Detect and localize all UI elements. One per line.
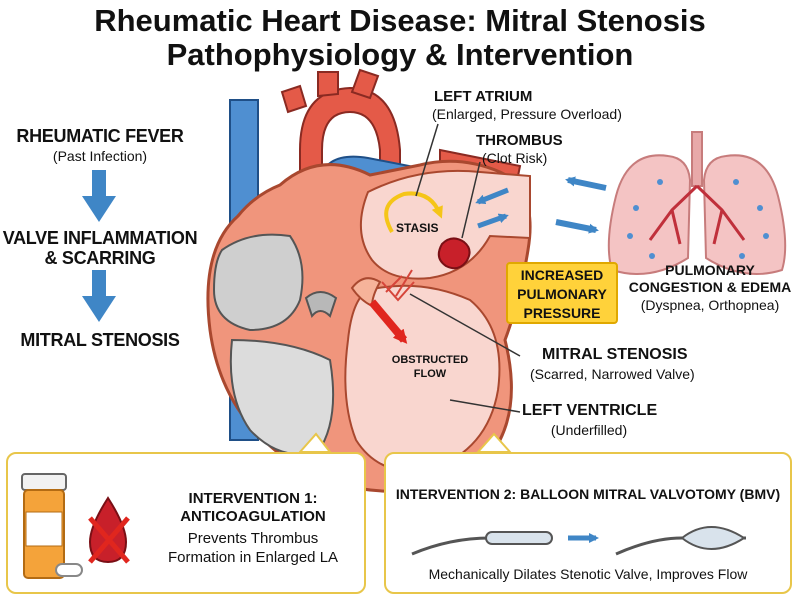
page-title-line-1: Rheumatic Heart Disease: Mitral Stenosis (94, 3, 706, 38)
intervention-1-heading-line-2: ANTICOAGULATION (180, 508, 326, 525)
intervention-2-desc: Mechanically Dilates Stenotic Valve, Imp… (428, 566, 748, 582)
thrombus-note: (Clot Risk) (482, 150, 548, 166)
aortic-branch-1 (280, 84, 308, 114)
thrombus-clot (437, 237, 471, 270)
progression-step-rheumatic-fever: RHEUMATIC FEVER (16, 126, 184, 146)
aortic-branch-3 (350, 68, 380, 100)
progression-arrow-2 (82, 270, 116, 322)
lungs-to-atrium-arrow (565, 176, 607, 191)
progression-step-rheumatic-fever-note: (Past Infection) (52, 148, 148, 164)
intervention-1-desc-line-1: Prevents Thrombus (187, 530, 319, 547)
balloon-catheter-icon (411, 526, 746, 556)
trachea (691, 131, 703, 187)
intervention-card-bmv: INTERVENTION 2: BALLOON MITRAL VALVOTOMY… (384, 452, 792, 594)
right-lung (702, 154, 787, 275)
pulmonary-label-line-1: PULMONARY (665, 262, 755, 278)
atrium-flow-arrow-1 (475, 187, 509, 205)
stasis-swirl-arrow (384, 191, 443, 233)
intervention-card-anticoagulation: INTERVENTION 1: ANTICOAGULATION Prevents… (6, 452, 366, 594)
obstructed-flow-label-line-2: FLOW (413, 368, 447, 380)
thrombus-label: THROMBUS (476, 132, 563, 149)
increased-pressure-line-3: PRESSURE (523, 305, 601, 321)
increased-pressure-badge: INCREASED PULMONARY PRESSURE (506, 262, 618, 324)
lungs-icon (607, 131, 787, 275)
heart-icon (206, 68, 532, 493)
progression-step-mitral-stenosis: MITRAL STENOSIS (20, 330, 180, 350)
mitral-stenosis-label: MITRAL STENOSIS (542, 346, 688, 363)
left-ventricle-label: LEFT VENTRICLE (522, 402, 658, 419)
no-blood-clot-icon (88, 496, 130, 564)
left-ventricle-note: (Underfilled) (550, 422, 628, 438)
pill-bottle-icon (21, 473, 130, 579)
edema-droplets (627, 179, 769, 259)
bronchi (648, 184, 746, 245)
page-title: Rheumatic Heart Disease: Mitral Stenosis… (0, 4, 800, 72)
progression-step-scarring: & SCARRING (44, 248, 156, 268)
page-title-line-2: Pathophysiology & Intervention (166, 37, 634, 72)
increased-pressure-line-2: PULMONARY (517, 286, 607, 302)
obstructed-flow-label-line-1: OBSTRUCTED (391, 354, 469, 366)
intervention-1-heading-line-1: INTERVENTION 1: (188, 490, 318, 507)
pulmonary-note: (Dyspnea, Orthopnea) (640, 297, 780, 313)
atrium-flow-arrow-2 (477, 213, 509, 229)
obstructed-flow-arrow (368, 299, 408, 344)
left-atrium-note: (Enlarged, Pressure Overload) (432, 106, 622, 122)
intervention-1-desc-line-2: Formation in Enlarged LA (167, 549, 339, 566)
mitral-valve-stenotic (350, 277, 382, 308)
leader-lines (409, 123, 521, 413)
left-atrium-label: LEFT ATRIUM (434, 88, 533, 105)
right-atrium (212, 233, 304, 332)
progression-arrow-1 (82, 170, 116, 222)
intervention-2-heading: INTERVENTION 2: BALLOON MITRAL VALVOTOMY… (395, 486, 781, 502)
increased-pressure-line-1: INCREASED (520, 267, 604, 283)
progression-step-valve-inflammation: VALVE INFLAMMATION (2, 228, 198, 248)
stasis-label: STASIS (396, 221, 439, 235)
pulmonary-label-line-2: CONGESTION & EDEMA (628, 279, 792, 295)
mitral-stenosis-note: (Scarred, Narrowed Valve) (530, 366, 695, 382)
mitral-scarring (381, 269, 415, 302)
tricuspid-valve (304, 291, 338, 319)
aortic-branch-2 (317, 71, 339, 98)
atrium-to-lungs-arrow (555, 219, 599, 234)
